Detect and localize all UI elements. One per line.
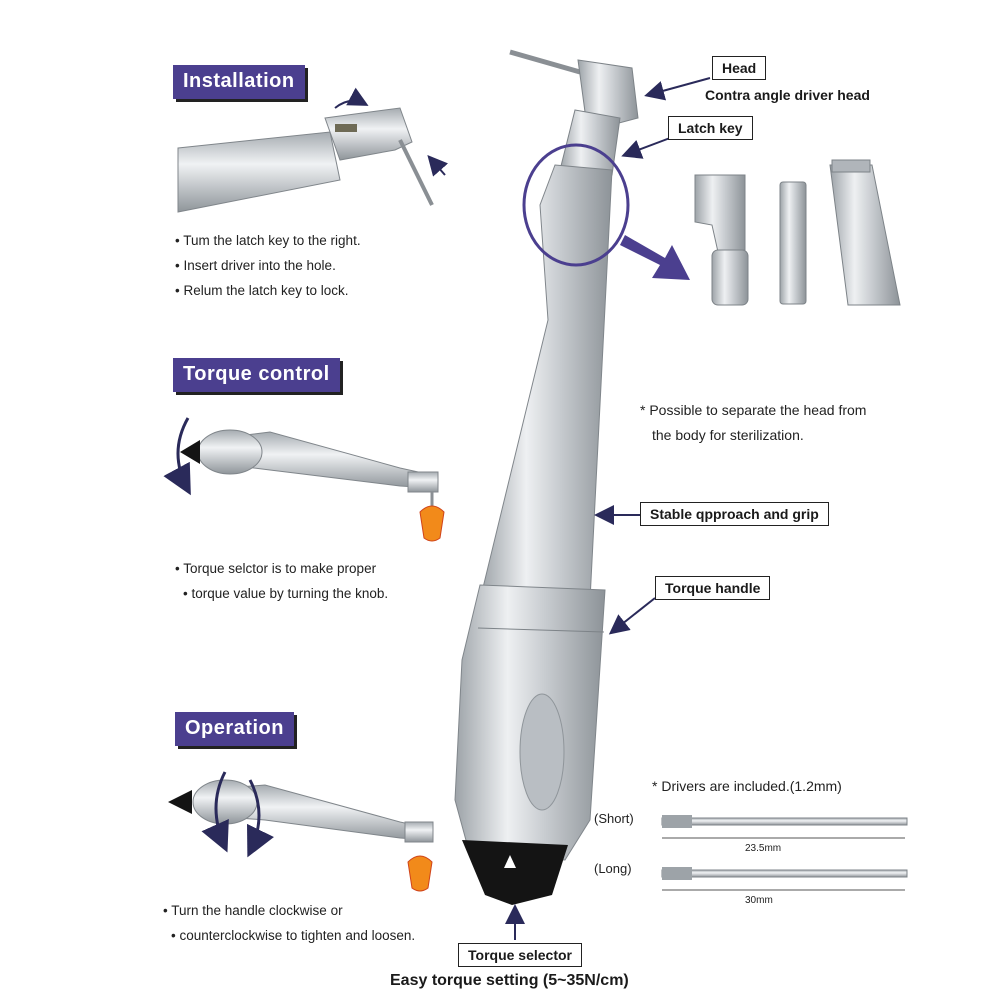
callout-torque-selector: Torque selector [458, 943, 582, 967]
footer-caption: Easy torque setting (5~35N/cm) [390, 972, 629, 989]
list-item-continued: torque value by turning the knob. [175, 581, 388, 606]
torque-control-illustration [163, 417, 445, 542]
arrow-icon [427, 155, 449, 177]
tooth-icon [419, 505, 445, 542]
list-item: Insert driver into the hole. [175, 253, 361, 278]
list-item: Turn the handle clockwise or [163, 898, 415, 923]
separate-note: Possible to separate the head from the b… [640, 398, 866, 448]
tooth-icon [407, 855, 433, 892]
callout-latch-key: Latch key [668, 116, 753, 140]
callout-head: Head [712, 56, 767, 80]
callout-stable-grip: Stable qpproach and grip [640, 502, 829, 526]
list-item-continued: counterclockwise to tighten and loosen. [163, 923, 415, 948]
list-item: Relum the latch key to lock. [175, 278, 361, 303]
torque-control-bullets: Torque selctor is to make proper torque … [175, 556, 388, 606]
installation-bullets: Tum the latch key to the right. Insert d… [175, 228, 361, 303]
separate-note-line1: Possible to separate the head from [640, 398, 866, 423]
callout-head-subtitle: Contra angle driver head [705, 87, 870, 103]
separate-note-line2: the body for sterilization. [652, 427, 804, 443]
installation-title: Installation [173, 65, 305, 99]
driver-short [661, 815, 908, 839]
rotation-arrow-icon [163, 417, 191, 496]
operation-illustration [168, 771, 434, 892]
torque-control-title: Torque control [173, 358, 340, 392]
highlight-circle [522, 143, 630, 267]
driver-short-length: 23.5mm [745, 843, 782, 854]
list-item: Torque selctor is to make proper [175, 556, 388, 581]
leader-arrows [505, 77, 711, 940]
driver-long-length: 30mm [745, 895, 773, 906]
list-item: Tum the latch key to the right. [175, 228, 360, 253]
drivers-note: Drivers are included.(1.2mm) [652, 774, 842, 799]
driver-long-label: (Long) [594, 861, 632, 876]
installation-illustration [177, 87, 449, 213]
rotation-arrow-icon [201, 771, 229, 853]
separate-arrow-icon [620, 235, 690, 280]
operation-bullets: Turn the handle clockwise or countercloc… [163, 898, 415, 948]
driver-short-label: (Short) [594, 811, 634, 826]
callout-torque-handle: Torque handle [655, 576, 771, 600]
driver-long [661, 867, 908, 891]
rotation-arrow-icon [246, 779, 274, 858]
operation-title: Operation [175, 712, 294, 746]
rotation-arrow-icon [334, 87, 369, 109]
main-handpiece [454, 49, 639, 905]
separated-parts [694, 159, 901, 306]
